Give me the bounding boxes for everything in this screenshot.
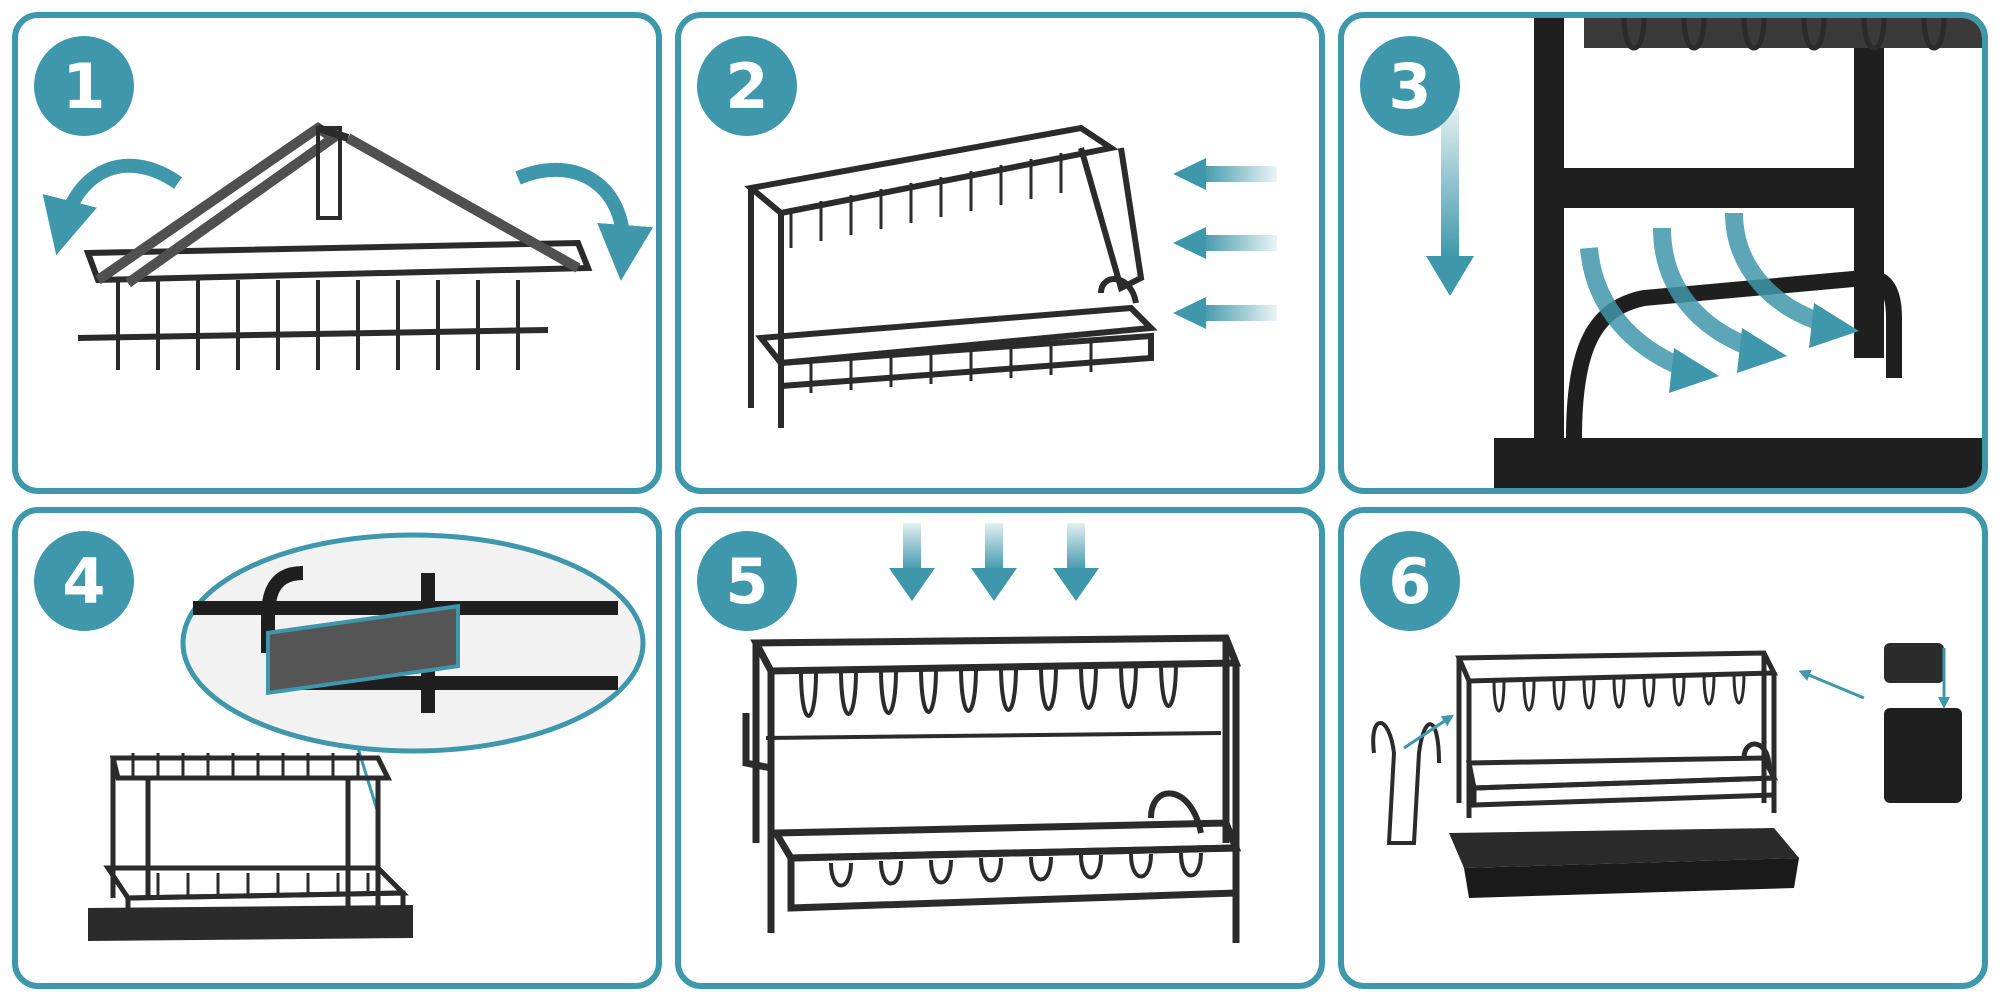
step-panel-1: 1 bbox=[12, 12, 662, 494]
step-panel-6: 6 bbox=[1338, 507, 1988, 989]
rack-assembly-illustration bbox=[744, 124, 1277, 428]
step-number-badge: 6 bbox=[1360, 531, 1460, 631]
step-number-badge: 5 bbox=[697, 531, 797, 631]
folding-rack-illustration bbox=[42, 121, 654, 370]
step-panel-5: 5 bbox=[675, 507, 1325, 989]
accessories-attach-illustration bbox=[1371, 643, 1962, 898]
close-up-joint-illustration bbox=[1426, 18, 1982, 488]
drip-tray-zoom-illustration bbox=[88, 532, 646, 941]
two-tier-rack-illustration bbox=[742, 523, 1242, 943]
step-number-badge: 3 bbox=[1360, 36, 1460, 136]
step-number-badge: 2 bbox=[697, 36, 797, 136]
step-panel-3: 3 bbox=[1338, 12, 1988, 494]
step-number-badge: 4 bbox=[34, 531, 134, 631]
step-panel-4: 4 bbox=[12, 507, 662, 989]
step-panel-2: 2 bbox=[675, 12, 1325, 494]
step-number-badge: 1 bbox=[34, 36, 134, 136]
